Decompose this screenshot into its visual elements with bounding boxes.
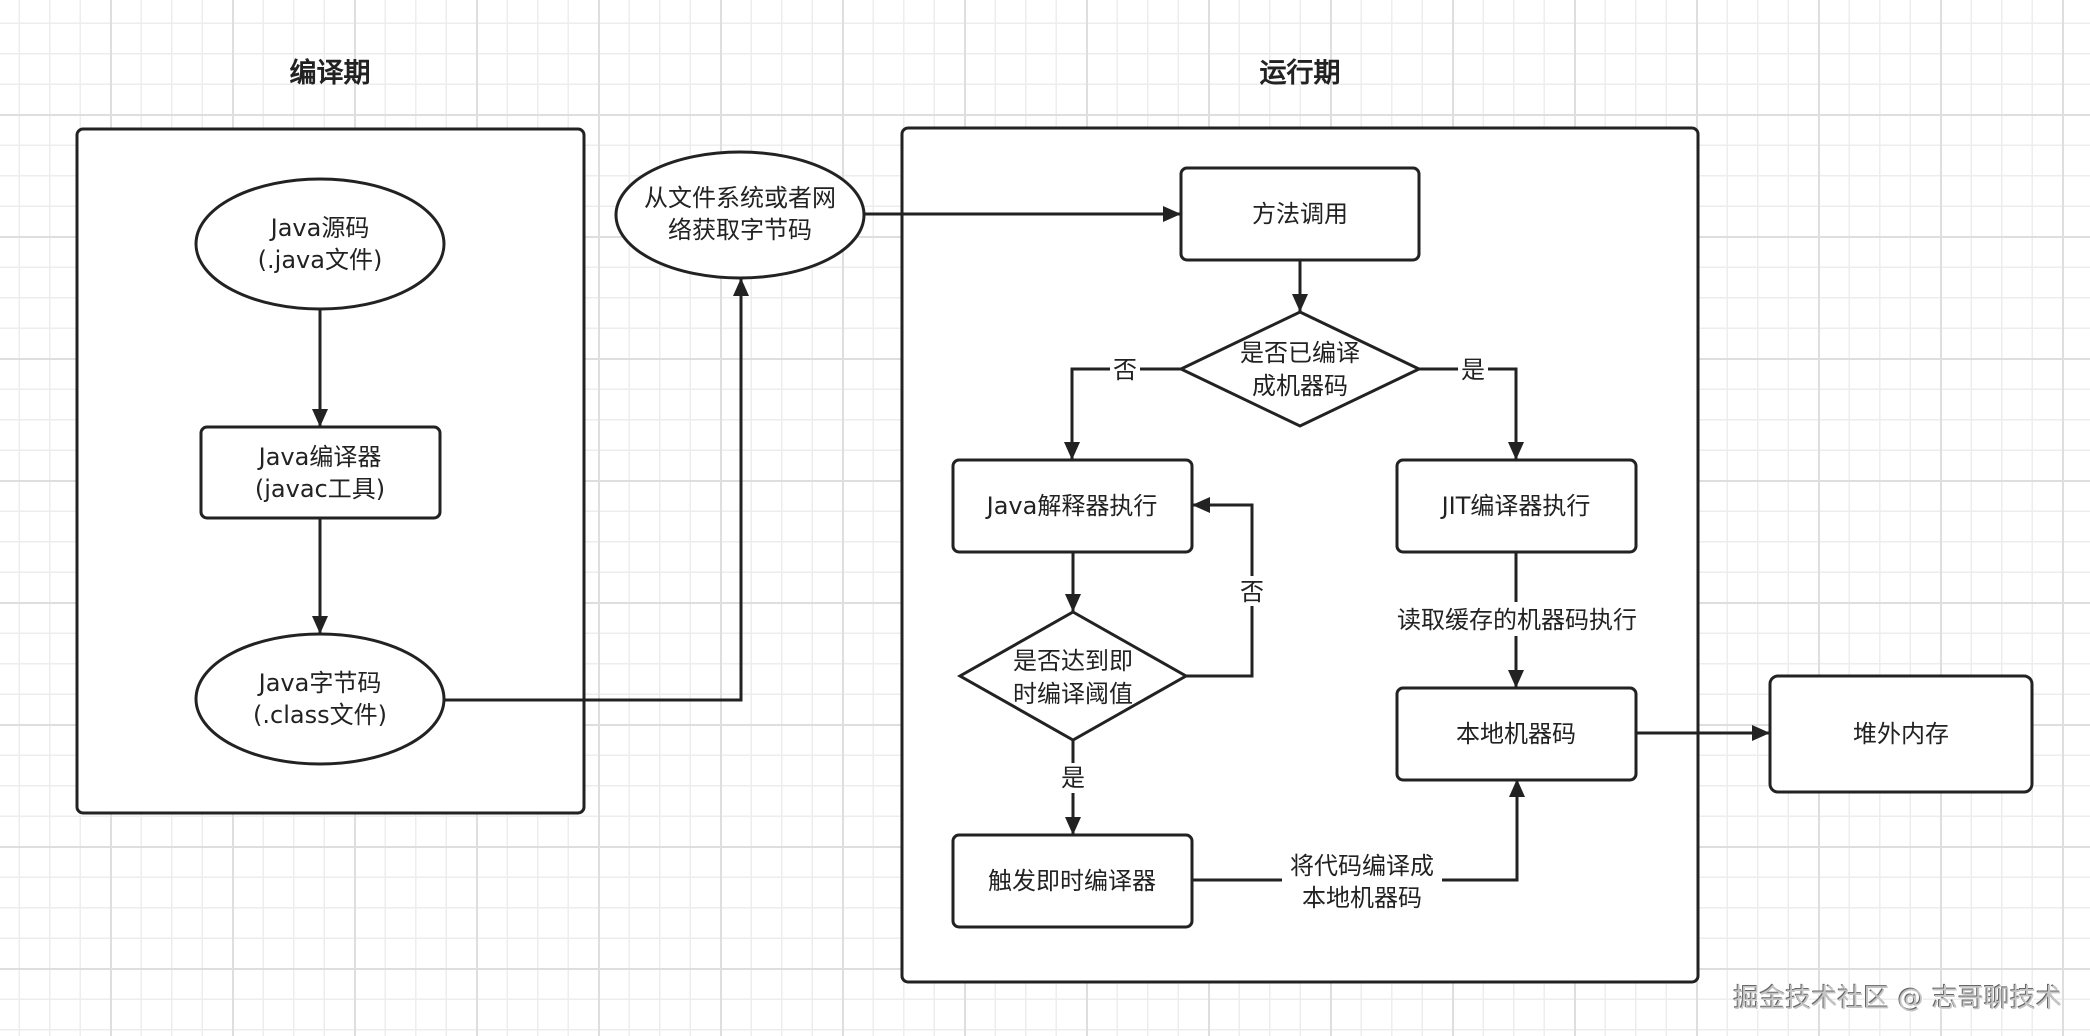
label-compiled: 是 bbox=[1458, 354, 1488, 384]
node-trigger-jit[interactable]: 触发即时编译器 bbox=[951, 833, 1194, 929]
java-source-line1: Java源码 bbox=[269, 214, 370, 242]
svg-text:是: 是 bbox=[1461, 356, 1485, 384]
bytecode-line2: (.class文件) bbox=[253, 701, 387, 729]
bytecode-line1: Java字节码 bbox=[257, 669, 382, 697]
edge-compiled bbox=[1419, 367, 1524, 460]
threshold-line2: 时编译阈值 bbox=[1013, 680, 1133, 708]
edge-not-compiled bbox=[1064, 367, 1181, 460]
compile-time-title: 编译期 bbox=[290, 57, 371, 89]
node-off-heap[interactable]: 堆外内存 bbox=[1768, 674, 2034, 794]
trigger-jit-label: 触发即时编译器 bbox=[988, 867, 1156, 895]
native-code-label: 本地机器码 bbox=[1456, 720, 1576, 748]
node-load-bytecode[interactable]: 从文件系统或者网 络获取字节码 bbox=[614, 150, 866, 280]
threshold-line1: 是否达到即 bbox=[1013, 647, 1133, 675]
label-not-compiled: 否 bbox=[1110, 354, 1140, 384]
is-compiled-line1: 是否已编译 bbox=[1240, 339, 1360, 367]
svg-text:读取缓存的机器码执行: 读取缓存的机器码执行 bbox=[1397, 606, 1637, 634]
label-below-threshold: 否 bbox=[1237, 576, 1267, 606]
node-javac[interactable]: Java编译器 (javac工具) bbox=[199, 425, 442, 520]
java-source-line2: (.java文件) bbox=[258, 246, 383, 274]
svg-text:否: 否 bbox=[1113, 356, 1137, 384]
load-bytecode-line1: 从文件系统或者网 bbox=[644, 184, 836, 212]
label-reached-threshold: 是 bbox=[1058, 763, 1088, 793]
svg-text:本地机器码: 本地机器码 bbox=[1302, 884, 1422, 912]
svg-text:否: 否 bbox=[1240, 578, 1264, 606]
label-read-cache: 读取缓存的机器码执行 bbox=[1388, 602, 1646, 636]
node-native-code[interactable]: 本地机器码 bbox=[1395, 686, 1638, 782]
node-method-call[interactable]: 方法调用 bbox=[1179, 166, 1421, 262]
is-compiled-line2: 成机器码 bbox=[1252, 372, 1348, 400]
node-threshold-decision[interactable]: 是否达到即 时编译阈值 bbox=[956, 610, 1190, 742]
svg-text:将代码编译成: 将代码编译成 bbox=[1290, 852, 1434, 880]
node-bytecode[interactable]: Java字节码 (.class文件) bbox=[194, 632, 446, 766]
run-time-title: 运行期 bbox=[1260, 57, 1341, 89]
jit-exec-label: JIT编译器执行 bbox=[1440, 492, 1591, 520]
javac-line2: (javac工具) bbox=[255, 475, 385, 503]
label-compile-to-native: 将代码编译成 本地机器码 bbox=[1282, 850, 1442, 916]
svg-text:是: 是 bbox=[1061, 764, 1085, 792]
method-call-label: 方法调用 bbox=[1252, 200, 1348, 228]
watermark: 掘金技术社区 @ 志哥聊技术 bbox=[1733, 984, 2062, 1014]
node-java-source[interactable]: Java源码 (.java文件) bbox=[194, 177, 446, 311]
node-is-compiled-decision[interactable]: 是否已编译 成机器码 bbox=[1177, 310, 1423, 428]
node-jit-exec[interactable]: JIT编译器执行 bbox=[1395, 458, 1638, 554]
javac-line1: Java编译器 bbox=[257, 443, 382, 471]
edge-bytecode-to-loader bbox=[444, 278, 749, 702]
load-bytecode-line2: 络获取字节码 bbox=[668, 216, 812, 244]
node-interpreter[interactable]: Java解释器执行 bbox=[951, 458, 1194, 554]
interpreter-label: Java解释器执行 bbox=[985, 492, 1158, 520]
off-heap-label: 堆外内存 bbox=[1853, 720, 1949, 748]
